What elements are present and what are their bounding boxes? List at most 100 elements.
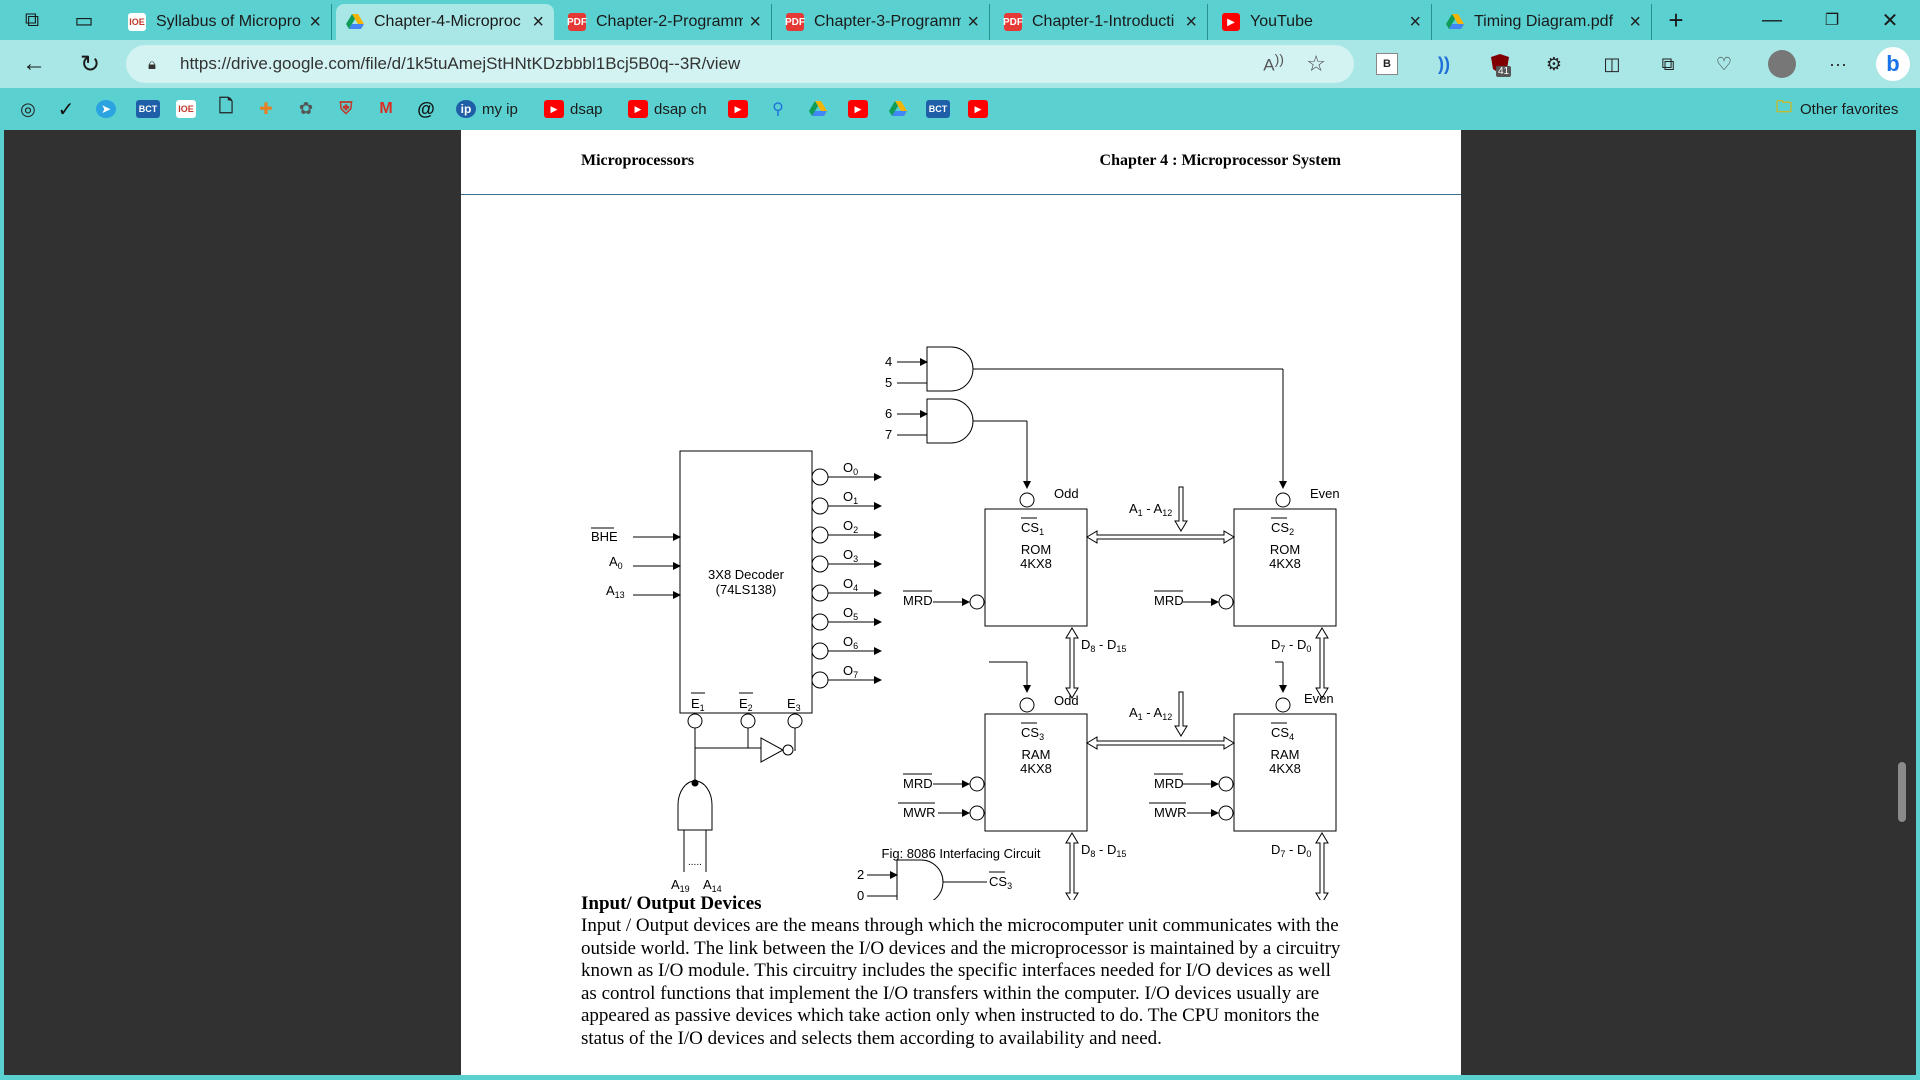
close-tab-icon[interactable]: × bbox=[309, 10, 321, 33]
workspaces-icon[interactable]: ⧉ bbox=[24, 8, 40, 31]
bookmark-dsap-ch[interactable]: ▶dsap ch bbox=[628, 97, 707, 121]
bookmark-drive-2[interactable] bbox=[888, 97, 914, 121]
close-tab-icon[interactable]: × bbox=[1409, 10, 1421, 33]
pdf-icon: PDF bbox=[567, 13, 587, 31]
bookmark-bct-1[interactable]: BCT bbox=[136, 97, 166, 121]
svg-text:Odd: Odd bbox=[1054, 693, 1079, 708]
close-tab-icon[interactable]: × bbox=[532, 10, 544, 33]
tab-syllabus[interactable]: IOE Syllabus of Micropro × bbox=[118, 4, 332, 40]
bookmark-bct-2[interactable]: BCT bbox=[926, 97, 956, 121]
url-field[interactable]: 🔒︎ https://drive.google.com/file/d/1k5tu… bbox=[126, 45, 1354, 83]
svg-text:CS1: CS1 bbox=[1021, 520, 1044, 537]
refresh-icon[interactable]: ↻ bbox=[79, 50, 101, 78]
close-window-icon[interactable]: ✕ bbox=[1881, 9, 1899, 32]
and-gate-45: 4 5 bbox=[885, 346, 1287, 489]
bookmark-ioe[interactable]: IOE bbox=[176, 97, 202, 121]
svg-text:O3: O3 bbox=[843, 547, 858, 564]
bookmark-youtube-3[interactable]: ▶ bbox=[968, 97, 994, 121]
svg-text:A0: A0 bbox=[609, 554, 623, 571]
bookmark-check[interactable]: ✓ bbox=[56, 97, 82, 121]
split-screen-icon[interactable]: ◫ bbox=[1603, 53, 1621, 74]
checkmark-icon: ✓ bbox=[57, 98, 75, 121]
bookmark-youtube-2[interactable]: ▶ bbox=[848, 97, 874, 121]
bookmark-telegram[interactable]: ➤ bbox=[96, 97, 122, 121]
bookmark-youtube-1[interactable]: ▶ bbox=[728, 97, 754, 121]
more-menu-icon[interactable]: ··· bbox=[1829, 53, 1847, 74]
gmail-icon: M bbox=[379, 100, 393, 117]
svg-text:E3: E3 bbox=[787, 696, 801, 713]
google-drive-icon bbox=[346, 13, 364, 31]
youtube-icon: ▶ bbox=[628, 100, 648, 118]
svg-text:Odd: Odd bbox=[1054, 486, 1079, 501]
bookmark-document[interactable]: 🗋 bbox=[216, 96, 242, 121]
scrollbar-thumb[interactable] bbox=[1898, 762, 1906, 822]
svg-text:5: 5 bbox=[885, 375, 892, 390]
bookmark-search[interactable]: ⚲ bbox=[768, 97, 794, 121]
sound-wave-icon[interactable]: )) bbox=[1438, 53, 1450, 74]
svg-text:E1: E1 bbox=[691, 696, 705, 713]
tab-actions-icon[interactable]: ▭ bbox=[74, 9, 94, 32]
copilot-icon[interactable]: b bbox=[1876, 47, 1910, 81]
extension-b-icon[interactable]: B bbox=[1376, 53, 1398, 75]
google-drive-icon bbox=[1446, 13, 1464, 31]
svg-text:O2: O2 bbox=[843, 518, 858, 535]
extensions-icon[interactable]: ⚙ bbox=[1545, 53, 1563, 74]
browser-essentials-icon[interactable]: ♡ bbox=[1715, 53, 1733, 74]
ram-even-chip: Even CS4 RAM 4KX8 MRD MWR bbox=[1149, 661, 1337, 832]
close-tab-icon[interactable]: × bbox=[1185, 10, 1197, 33]
read-aloud-icon[interactable]: A)) bbox=[1263, 52, 1284, 75]
back-icon[interactable]: ← bbox=[22, 50, 46, 77]
collections-icon[interactable]: ⧉ bbox=[1661, 53, 1675, 74]
decoder-74ls138: 3X8 Decoder (74LS138) BHE A0 A13 E1 E2 E… bbox=[591, 450, 813, 714]
close-tab-icon[interactable]: × bbox=[967, 10, 979, 33]
new-tab-icon[interactable]: + bbox=[1668, 4, 1684, 35]
svg-text:3X8 Decoder: 3X8 Decoder bbox=[708, 567, 785, 582]
search-icon: ⚲ bbox=[772, 101, 784, 118]
restore-icon[interactable]: ❐ bbox=[1824, 12, 1840, 29]
bookmark-gmail[interactable]: M bbox=[376, 97, 402, 121]
bookmark-threads[interactable]: @ bbox=[416, 97, 442, 121]
bct-icon: BCT bbox=[136, 100, 160, 118]
bookmark-puzzle[interactable]: ✚ bbox=[256, 97, 282, 121]
threads-icon: @ bbox=[417, 98, 435, 119]
svg-text:O0: O0 bbox=[843, 460, 858, 477]
ublock-icon[interactable]: 41 bbox=[1486, 50, 1514, 78]
svg-text:A1 - A12: A1 - A12 bbox=[1129, 501, 1172, 518]
svg-text:RAM: RAM bbox=[1022, 747, 1051, 762]
svg-text:ROM: ROM bbox=[1270, 542, 1300, 557]
tab-youtube[interactable]: ▶ YouTube × bbox=[1212, 4, 1432, 40]
avatar[interactable] bbox=[1768, 50, 1796, 78]
svg-text:ROM: ROM bbox=[1021, 542, 1051, 557]
google-drive-icon bbox=[808, 100, 828, 118]
bookmark-github[interactable]: ◎ bbox=[18, 97, 44, 121]
svg-text:D7 - D0: D7 - D0 bbox=[1271, 637, 1311, 654]
tab-chapter-3[interactable]: PDF Chapter-3-Programm × bbox=[776, 4, 990, 40]
openai-icon: ✿ bbox=[298, 99, 314, 118]
svg-text:4KX8: 4KX8 bbox=[1269, 556, 1301, 571]
bookmark-openai[interactable]: ✿ bbox=[296, 97, 322, 121]
svg-text:CS3: CS3 bbox=[989, 874, 1012, 891]
bookmark-other-favorites[interactable]: 🗀Other favorites bbox=[1775, 98, 1899, 118]
svg-text:6: 6 bbox=[885, 406, 892, 421]
bookmark-dsap[interactable]: ▶dsap bbox=[544, 97, 603, 121]
youtube-icon: ▶ bbox=[544, 100, 564, 118]
tab-chapter-2[interactable]: PDF Chapter-2-Programm × bbox=[558, 4, 772, 40]
bookmark-drive-1[interactable] bbox=[808, 97, 834, 121]
svg-text:O7: O7 bbox=[843, 663, 858, 680]
minimize-icon[interactable]: — bbox=[1762, 8, 1782, 31]
svg-text:MRD: MRD bbox=[903, 593, 933, 608]
svg-text:Even: Even bbox=[1304, 691, 1334, 706]
svg-text:(74LS138): (74LS138) bbox=[716, 582, 777, 597]
tab-timing-diagram[interactable]: Timing Diagram.pdf × bbox=[1436, 4, 1652, 40]
svg-text:MWR: MWR bbox=[903, 805, 936, 820]
favorite-star-icon[interactable]: ☆ bbox=[1306, 51, 1326, 76]
bookmark-shield[interactable]: ⛨ bbox=[336, 97, 362, 121]
close-tab-icon[interactable]: × bbox=[1629, 10, 1641, 33]
tab-chapter-4[interactable]: Chapter-4-Microproc × bbox=[336, 4, 554, 40]
close-tab-icon[interactable]: × bbox=[749, 10, 761, 33]
google-drive-icon bbox=[888, 100, 908, 118]
tab-chapter-1[interactable]: PDF Chapter-1-Introducti × bbox=[994, 4, 1208, 40]
pdf-viewer[interactable]: Microprocessors Chapter 4 : Microprocess… bbox=[4, 130, 1916, 1075]
